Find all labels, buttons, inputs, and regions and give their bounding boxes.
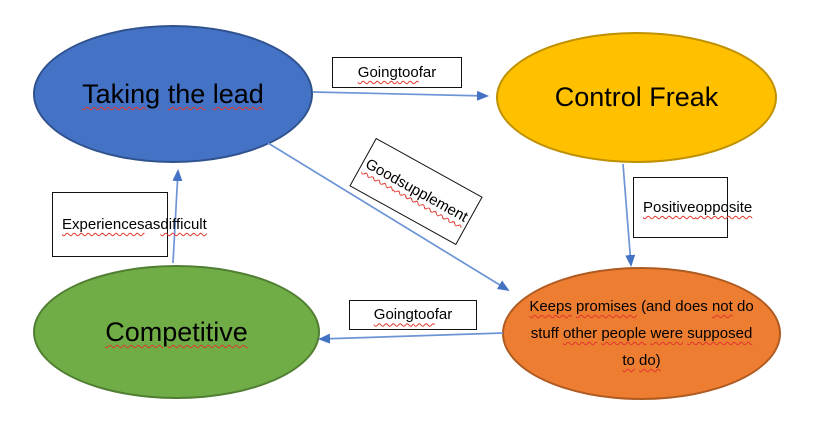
word: Experiences <box>62 215 145 233</box>
edge-label-good-supplement[interactable]: Good supplement <box>349 137 483 246</box>
word: supplement <box>394 173 471 227</box>
word: far <box>434 306 453 324</box>
word: promises <box>576 298 637 315</box>
word: Going <box>373 306 414 324</box>
edge-label-experiences-as-difficult[interactable]: Experiences as difficult <box>52 192 207 257</box>
word: Positive <box>643 198 696 216</box>
arrow-control-to-keeps[interactable] <box>622 163 636 267</box>
node-keeps-promises-label: Keeps promises (and does not do stuff ot… <box>526 293 758 374</box>
node-competitive[interactable]: Competitive <box>33 265 320 399</box>
word: Competitive <box>105 316 248 347</box>
word: stuff <box>530 325 559 342</box>
word: too <box>413 306 435 324</box>
arrow-taking-to-keeps[interactable] <box>267 142 510 292</box>
node-taking-the-lead-label: Taking the lead <box>82 78 264 110</box>
word: Taking <box>82 78 161 109</box>
word: supposed <box>687 325 753 342</box>
node-control-freak-label: Control Freak <box>555 81 719 113</box>
word: people <box>601 325 647 342</box>
node-control-freak[interactable]: Control Freak <box>496 32 777 163</box>
edge-label-going-too-far-top[interactable]: Going too far <box>332 57 462 88</box>
node-competitive-label: Competitive <box>105 316 248 348</box>
word: do) <box>639 352 661 369</box>
word: to <box>622 352 635 369</box>
arrow-competitive-to-taking[interactable] <box>172 169 183 264</box>
word: Going <box>357 63 398 81</box>
word: (and <box>641 298 672 315</box>
word: other <box>562 325 598 342</box>
word: too <box>397 63 419 81</box>
word: difficult <box>160 215 207 233</box>
word: far <box>418 63 437 81</box>
arrow-taking-to-control[interactable] <box>312 90 489 101</box>
word: as <box>144 215 161 233</box>
node-keeps-promises[interactable]: Keeps promises (and does not do stuff ot… <box>502 267 781 400</box>
word: opposite <box>695 198 753 216</box>
word: lead <box>212 78 264 109</box>
word: Control <box>554 82 642 113</box>
word: the <box>167 78 206 109</box>
edge-label-positive-opposite[interactable]: Positive opposite <box>633 177 752 238</box>
word: do <box>737 298 754 315</box>
word: does <box>675 298 708 315</box>
node-taking-the-lead[interactable]: Taking the lead <box>33 25 313 163</box>
word: not <box>711 298 733 315</box>
word: Freak <box>649 82 719 113</box>
arrow-keeps-to-competitive[interactable] <box>318 332 504 344</box>
word: were <box>650 325 684 342</box>
edge-label-going-too-far-bottom[interactable]: Going too far <box>349 300 477 330</box>
word: Keeps <box>529 298 572 315</box>
